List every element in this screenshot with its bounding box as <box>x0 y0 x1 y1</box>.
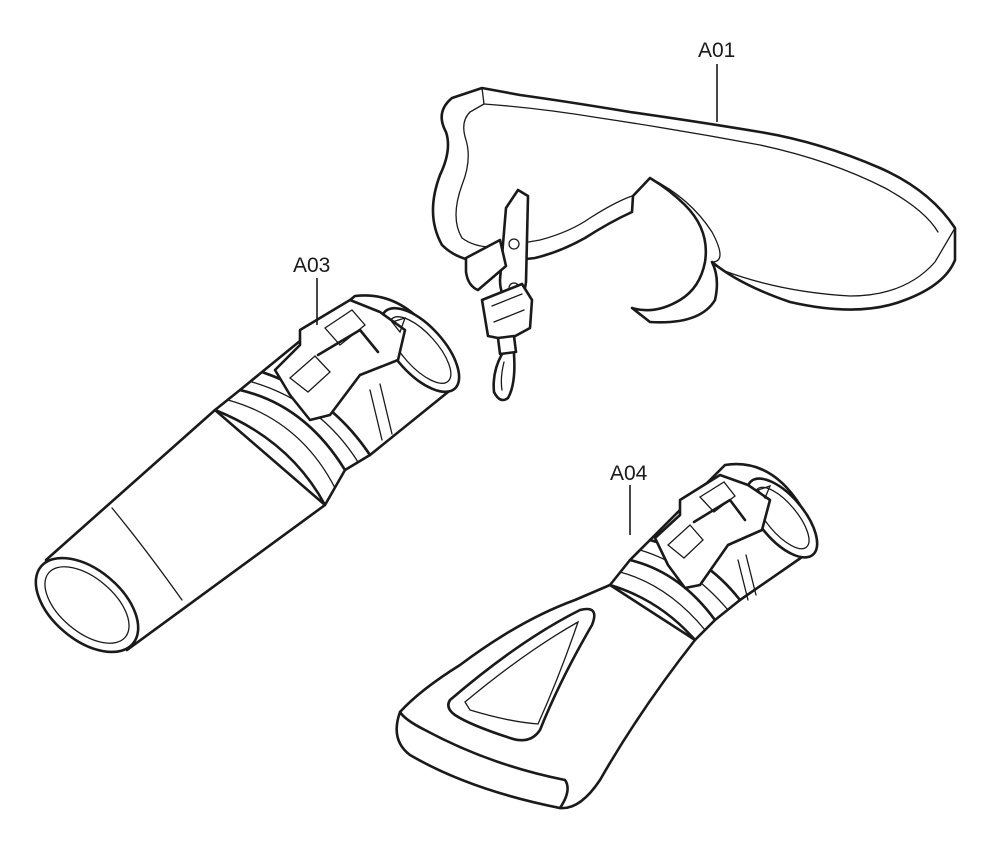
part-label-a01: A01 <box>698 39 735 62</box>
label-a04: A04 <box>610 462 648 535</box>
shoulder-strap-icon <box>431 86 957 402</box>
label-a01: A01 <box>698 39 735 122</box>
part-label-a03: A03 <box>293 254 330 277</box>
flat-nozzle-icon <box>395 462 819 810</box>
part-label-a04: A04 <box>610 462 648 485</box>
label-a03: A03 <box>293 254 330 325</box>
round-nozzle-icon <box>34 294 461 654</box>
